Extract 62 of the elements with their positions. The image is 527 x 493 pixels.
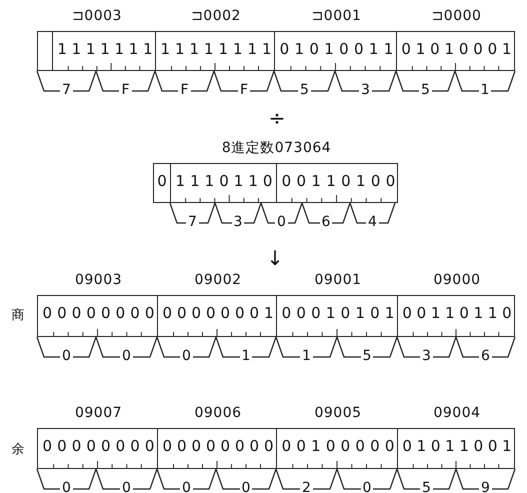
bit-values: 00000001	[162, 303, 278, 323]
bit-values: 01010001	[401, 39, 516, 59]
hex-digit: 6	[479, 349, 492, 363]
hex-digit: F	[238, 83, 250, 97]
register-address: 09003	[74, 271, 122, 290]
register-address: ⊐0002	[191, 7, 241, 26]
result-arrow: ↓	[266, 248, 284, 268]
hex-digit: 0	[120, 349, 133, 363]
hex-digit: 2	[300, 481, 313, 493]
register-address: ⊐0000	[432, 7, 482, 26]
hex-digit: 4	[366, 215, 379, 229]
hex-digit: 5	[419, 83, 432, 97]
hex-digit: 5	[420, 481, 433, 493]
bit-values: 00010101	[282, 303, 400, 323]
bit-values: 01010011	[280, 39, 399, 59]
hex-digit: F	[178, 83, 191, 97]
register-address: ⊐0001	[312, 7, 362, 26]
hex-digit: 3	[359, 83, 372, 97]
hex-digit: 3	[232, 215, 244, 229]
hex-digit: 0	[275, 215, 288, 229]
register-address: 09002	[194, 271, 242, 290]
hex-digit: 0	[60, 349, 73, 363]
constant-label: 8進定数073064	[222, 139, 332, 158]
bit-values: 00110110	[402, 303, 516, 323]
register-address: 09005	[314, 404, 362, 423]
hex-digit: 0	[240, 481, 252, 493]
hex-digit: 7	[186, 215, 199, 229]
register-address: 09006	[194, 404, 242, 423]
row-label: 余	[12, 442, 24, 456]
hex-digit: 1	[478, 83, 492, 97]
hex-digit: 9	[479, 481, 492, 493]
bit-values: 0	[157, 171, 170, 191]
register-address: 09000	[433, 271, 481, 290]
empty-cell	[37, 31, 53, 71]
hex-digit: 3	[420, 349, 433, 363]
register-address: 09004	[433, 404, 481, 423]
hex-digit: 1	[300, 349, 313, 363]
bit-values: 00000000	[42, 303, 160, 323]
register-address: 09001	[314, 271, 362, 290]
hex-digit: 6	[320, 215, 332, 229]
hex-digit: 0	[60, 481, 73, 493]
hex-digit: 0	[120, 481, 133, 493]
hex-digit: 5	[298, 83, 311, 97]
bit-values: 11111111	[160, 39, 276, 59]
bit-values: 01011001	[402, 436, 516, 456]
hex-digit: 1	[240, 349, 252, 363]
bit-values: 00100000	[282, 436, 400, 456]
register-address: ⊐0003	[72, 7, 122, 26]
bit-values: 1111111	[57, 39, 158, 59]
hex-digit: F	[119, 83, 132, 97]
bit-values: 00000000	[42, 436, 160, 456]
register-address: 09007	[74, 404, 122, 423]
bit-values: 00110100	[282, 171, 401, 191]
hex-digit: 0	[180, 481, 193, 493]
bit-values: 1110110	[176, 171, 278, 191]
bit-values: 00000000	[162, 436, 278, 456]
hex-digit: 5	[360, 349, 374, 363]
row-label: 商	[12, 308, 24, 322]
hex-digit: 7	[60, 83, 73, 97]
hex-digit: 0	[180, 349, 193, 363]
hex-digit: 0	[360, 481, 374, 493]
division-sign: ÷	[268, 108, 286, 128]
